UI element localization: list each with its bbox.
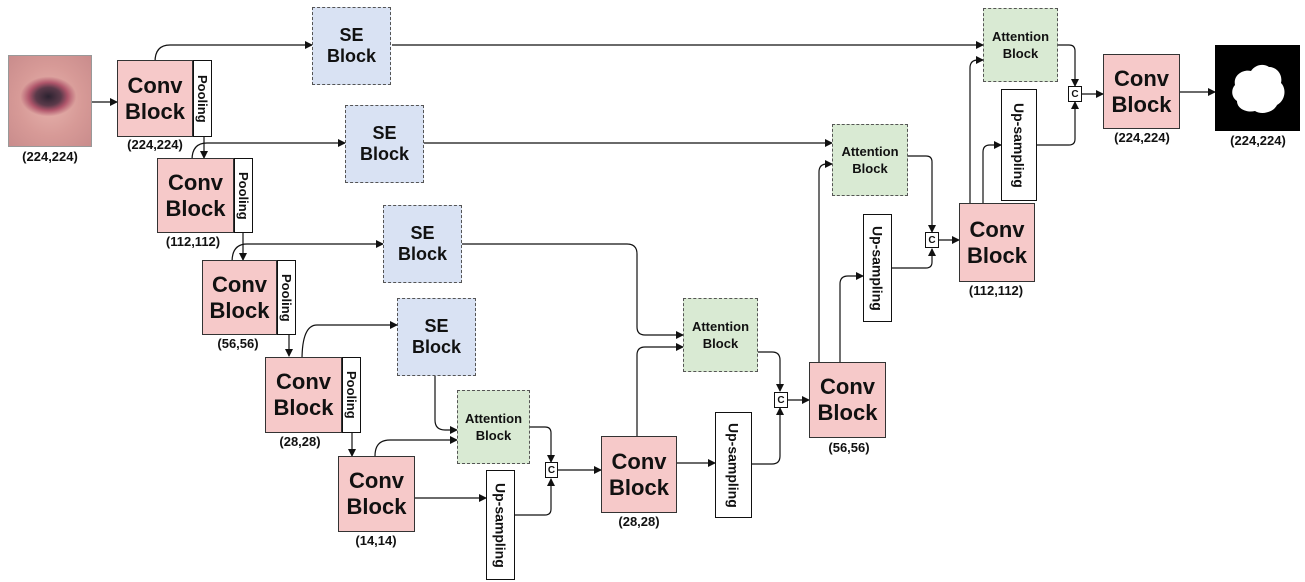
attention-label-line1: Attention bbox=[464, 411, 523, 426]
pooling-label: Pooling bbox=[279, 273, 294, 322]
conv-label-line1: Conv bbox=[969, 216, 1025, 242]
concat-node-3: C bbox=[925, 232, 939, 248]
bottleneck-conv-block: Conv Block bbox=[338, 456, 415, 532]
decoder-conv-block-3: Conv Block bbox=[959, 203, 1035, 282]
se-label-line1: SE bbox=[372, 123, 397, 143]
decoder-dim-2: (56,56) bbox=[828, 440, 870, 455]
upsampling-box-4: Up-sampling bbox=[1001, 89, 1037, 201]
attention-label-line1: Attention bbox=[691, 319, 750, 334]
concat-node-2: C bbox=[774, 392, 788, 408]
attention-block-4: Attention Block bbox=[983, 8, 1058, 82]
output-dim-label: (224,224) bbox=[1230, 133, 1286, 148]
decoder-dim-4: (224,224) bbox=[1114, 130, 1170, 145]
attention-block-1: Attention Block bbox=[457, 390, 530, 464]
output-mask-image bbox=[1215, 45, 1300, 131]
conv-label-line2: Block bbox=[209, 297, 270, 323]
upsampling-label: Up-sampling bbox=[1011, 102, 1027, 188]
encoder-conv-block-1: Conv Block bbox=[117, 60, 193, 137]
conv-label-line2: Block bbox=[273, 395, 334, 420]
conv-label-line1: Conv bbox=[1114, 65, 1169, 91]
conv-label-line1: Conv bbox=[212, 271, 267, 297]
conv-label-line1: Conv bbox=[168, 169, 223, 195]
pooling-label: Pooling bbox=[195, 74, 210, 123]
input-dim-label: (224,224) bbox=[22, 149, 78, 164]
attention-label-line1: Attention bbox=[841, 144, 899, 159]
bottleneck-dim: (14,14) bbox=[355, 533, 397, 548]
conv-label-line2: Block bbox=[1111, 91, 1172, 117]
encoder-conv-block-2: Conv Block bbox=[157, 158, 234, 233]
concat-node-4: C bbox=[1068, 86, 1082, 102]
upsampling-label: Up-sampling bbox=[492, 482, 509, 568]
decoder-dim-3: (112,112) bbox=[968, 283, 1024, 298]
se-label-line1: SE bbox=[410, 223, 435, 243]
se-block-4: SE Block bbox=[397, 298, 476, 376]
se-label-line2: Block bbox=[326, 46, 377, 66]
attention-label-line2: Block bbox=[475, 428, 512, 443]
decoder-conv-block-1: Conv Block bbox=[601, 436, 677, 513]
se-label-line1: SE bbox=[424, 316, 449, 336]
se-label-line2: Block bbox=[359, 144, 410, 164]
se-label-line2: Block bbox=[411, 337, 462, 357]
encoder-conv-block-3: Conv Block bbox=[202, 260, 277, 335]
conv-label-line2: Block bbox=[346, 494, 407, 519]
upsampling-box-1: Up-sampling bbox=[486, 470, 515, 580]
decoder-conv-block-2: Conv Block bbox=[809, 362, 886, 438]
pooling-box-1: Pooling bbox=[193, 60, 212, 137]
upsampling-box-3: Up-sampling bbox=[863, 214, 892, 322]
conv-label-line2: Block bbox=[817, 400, 878, 425]
attention-label-line2: Block bbox=[702, 336, 739, 351]
conv-label-line2: Block bbox=[967, 242, 1027, 268]
pooling-box-3: Pooling bbox=[277, 260, 296, 335]
encoder-conv-block-4: Conv Block bbox=[265, 357, 342, 433]
se-label-line2: Block bbox=[397, 244, 448, 264]
conv-label-line1: Conv bbox=[276, 369, 331, 394]
attention-block-3: Attention Block bbox=[832, 124, 908, 196]
mask-shape-icon bbox=[1232, 64, 1285, 113]
pooling-label: Pooling bbox=[344, 371, 359, 419]
decoder-conv-block-4: Conv Block bbox=[1103, 54, 1180, 129]
attention-label-line2: Block bbox=[852, 161, 888, 176]
input-wound-image bbox=[8, 55, 92, 147]
upsampling-label: Up-sampling bbox=[725, 422, 742, 508]
attention-label-line2: Block bbox=[1002, 46, 1039, 61]
conv-label-line1: Conv bbox=[611, 448, 667, 474]
se-block-3: SE Block bbox=[383, 205, 462, 283]
upsampling-box-2: Up-sampling bbox=[715, 412, 752, 518]
attention-block-2: Attention Block bbox=[683, 298, 758, 372]
conv-label-line1: Conv bbox=[349, 468, 404, 493]
pooling-box-2: Pooling bbox=[234, 158, 253, 233]
se-block-1: SE Block bbox=[312, 7, 391, 85]
se-label-line1: SE bbox=[339, 25, 364, 45]
se-block-2: SE Block bbox=[345, 105, 424, 183]
pooling-box-4: Pooling bbox=[342, 357, 361, 433]
conv-label-line1: Conv bbox=[820, 374, 875, 399]
encoder-dim-4: (28,28) bbox=[279, 434, 321, 449]
attention-label-line1: Attention bbox=[991, 29, 1050, 44]
conv-label-line2: Block bbox=[609, 474, 669, 500]
upsampling-label: Up-sampling bbox=[869, 225, 886, 311]
conv-label-line1: Conv bbox=[127, 72, 183, 98]
pooling-label: Pooling bbox=[236, 171, 251, 220]
conv-label-line2: Block bbox=[165, 195, 226, 221]
conv-label-line2: Block bbox=[125, 98, 185, 124]
encoder-dim-1: (224,224) bbox=[127, 137, 183, 152]
encoder-dim-3: (56,56) bbox=[217, 336, 259, 351]
encoder-dim-2: (112,112) bbox=[165, 234, 221, 249]
concat-node-1: C bbox=[545, 462, 558, 478]
decoder-dim-1: (28,28) bbox=[618, 514, 660, 529]
